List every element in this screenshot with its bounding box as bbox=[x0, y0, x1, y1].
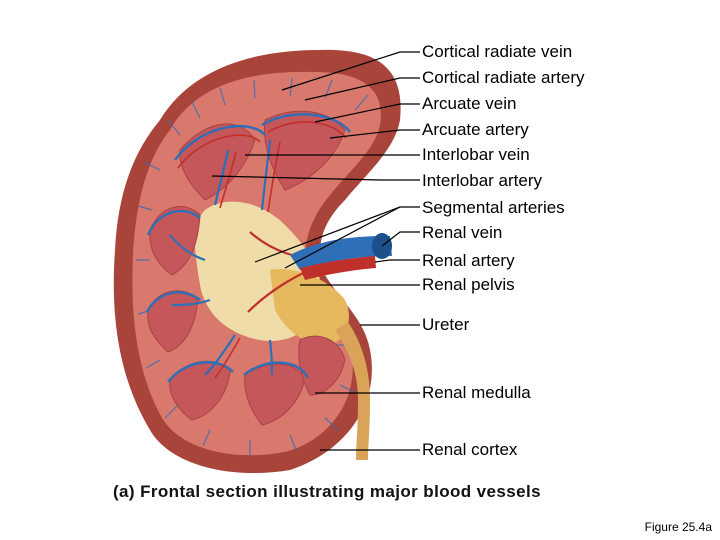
leader-cortical-radiate-artery bbox=[304, 77, 420, 101]
leader-renal-artery bbox=[374, 259, 420, 263]
figure-number: Figure 25.4a bbox=[644, 520, 712, 534]
label-renal-vein: Renal vein bbox=[422, 223, 503, 242]
ureter bbox=[335, 322, 370, 460]
label-cortical-radiate-vein: Cortical radiate vein bbox=[422, 42, 573, 61]
renal-artery bbox=[300, 256, 376, 280]
leader-lines bbox=[211, 51, 420, 451]
figure-caption: (a) Frontal section illustrating major b… bbox=[113, 482, 541, 501]
interlobar-vessels bbox=[169, 139, 281, 379]
label-renal-pelvis: Renal pelvis bbox=[422, 275, 515, 294]
renal-pelvis-region bbox=[270, 269, 349, 345]
leader-renal-vein bbox=[381, 231, 420, 247]
leader-interlobar-artery bbox=[211, 175, 420, 181]
leader-segmental-arteries-2 bbox=[284, 206, 401, 269]
label-segmental-arteries: Segmental arteries bbox=[422, 198, 565, 217]
label-cortical-radiate-artery: Cortical radiate artery bbox=[422, 68, 585, 87]
leader-arcuate-vein bbox=[314, 103, 420, 123]
renal-vein bbox=[290, 236, 392, 270]
leader-cortical-radiate-vein bbox=[281, 51, 420, 91]
label-renal-artery: Renal artery bbox=[422, 251, 515, 270]
label-interlobar-vein: Interlobar vein bbox=[422, 145, 530, 164]
label-renal-cortex: Renal cortex bbox=[422, 440, 518, 459]
arcuate-vessels bbox=[145, 113, 351, 383]
label-ureter: Ureter bbox=[422, 315, 470, 334]
label-arcuate-artery: Arcuate artery bbox=[422, 120, 529, 139]
label-interlobar-artery: Interlobar artery bbox=[422, 171, 542, 190]
label-arcuate-vein: Arcuate vein bbox=[422, 94, 517, 113]
leader-arcuate-artery bbox=[329, 129, 420, 139]
label-renal-medulla: Renal medulla bbox=[422, 383, 531, 402]
